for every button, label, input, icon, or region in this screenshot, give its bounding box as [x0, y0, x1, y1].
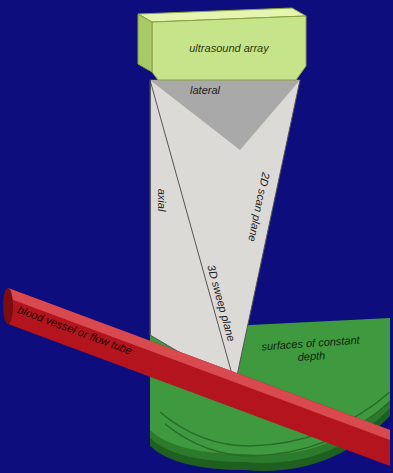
node-text: ultrasound array	[189, 42, 269, 55]
lateral-triangle	[150, 80, 300, 150]
node-text: surfaces of constant depth	[251, 333, 370, 366]
node-text: blood vessel or flow tube	[16, 303, 134, 357]
depth-band: surfaces of constant depth	[251, 328, 371, 372]
lateral-label: lateral	[190, 84, 220, 96]
sweep-plane-label: 3D sweep plane	[205, 263, 237, 342]
array-front	[152, 16, 306, 80]
tube-end	[3, 288, 13, 324]
tube-label-box: blood vessel or flow tube	[1, 294, 149, 367]
sweep-line	[150, 80, 235, 385]
scan-plane-label: 2D scan plane	[246, 171, 272, 242]
flow-tube	[8, 288, 390, 466]
axial-line	[149, 80, 150, 335]
array-box: ultrasound array	[156, 28, 302, 68]
array-side	[138, 14, 152, 72]
axial-label: axial	[156, 189, 168, 212]
flow-tube-highlight	[8, 288, 390, 440]
